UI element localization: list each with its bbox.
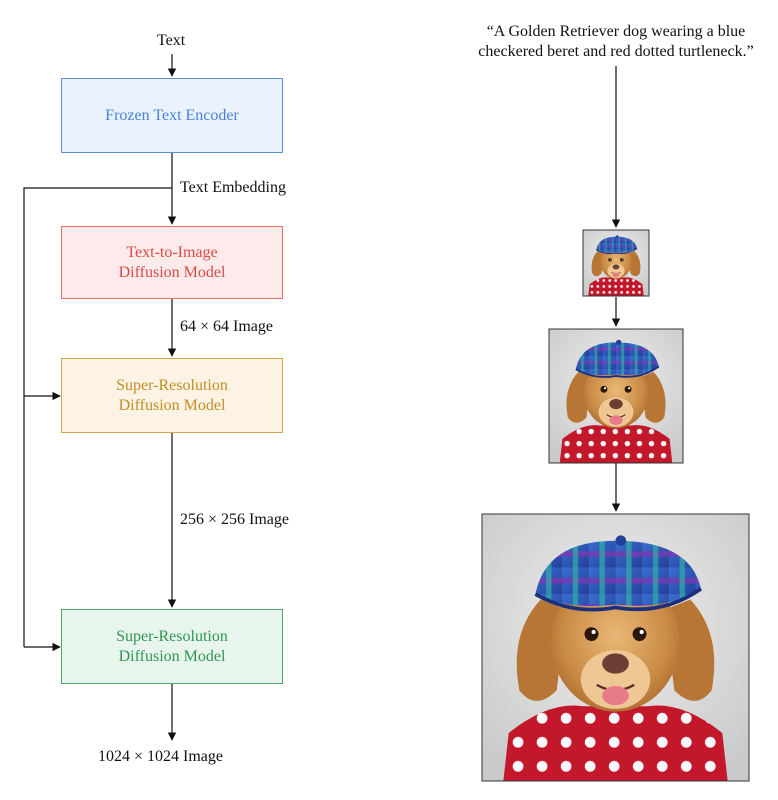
image-256-label: 256 × 256 Image bbox=[180, 511, 289, 528]
t2i-label-line2: Diffusion Model bbox=[118, 263, 226, 281]
image-1024-label: 1024 × 1024 Image bbox=[98, 748, 223, 765]
frozen-text-encoder-box: Frozen Text Encoder bbox=[61, 78, 283, 153]
dog-image-256 bbox=[548, 328, 684, 464]
example-prompt-line2: checkered beret and red dotted turtlenec… bbox=[478, 43, 754, 60]
super-resolution-box-2: Super-Resolution Diffusion Model bbox=[61, 609, 283, 684]
sr1-label-line2: Diffusion Model bbox=[118, 396, 226, 414]
text-input-label: Text bbox=[157, 32, 186, 49]
frozen-text-encoder-label: Frozen Text Encoder bbox=[105, 106, 239, 124]
t2i-label-line1: Text-to-Image bbox=[126, 243, 218, 261]
sr2-label-line1: Super-Resolution bbox=[116, 627, 228, 645]
example-prompt-line1: “A Golden Retriever dog wearing a blue bbox=[486, 23, 746, 40]
sr1-label-line1: Super-Resolution bbox=[116, 376, 228, 394]
example-prompt: “A Golden Retriever dog wearing a blue c… bbox=[456, 22, 776, 62]
dog-image-64 bbox=[582, 229, 650, 297]
sr2-label-line2: Diffusion Model bbox=[118, 647, 226, 665]
text-embedding-label: Text Embedding bbox=[180, 179, 286, 196]
super-resolution-box-1: Super-Resolution Diffusion Model bbox=[61, 358, 283, 433]
image-64-label: 64 × 64 Image bbox=[180, 318, 273, 335]
dog-image-1024 bbox=[481, 513, 750, 782]
text-to-image-diffusion-box: Text-to-Image Diffusion Model bbox=[61, 226, 283, 299]
pipeline-arrows bbox=[23, 54, 177, 741]
